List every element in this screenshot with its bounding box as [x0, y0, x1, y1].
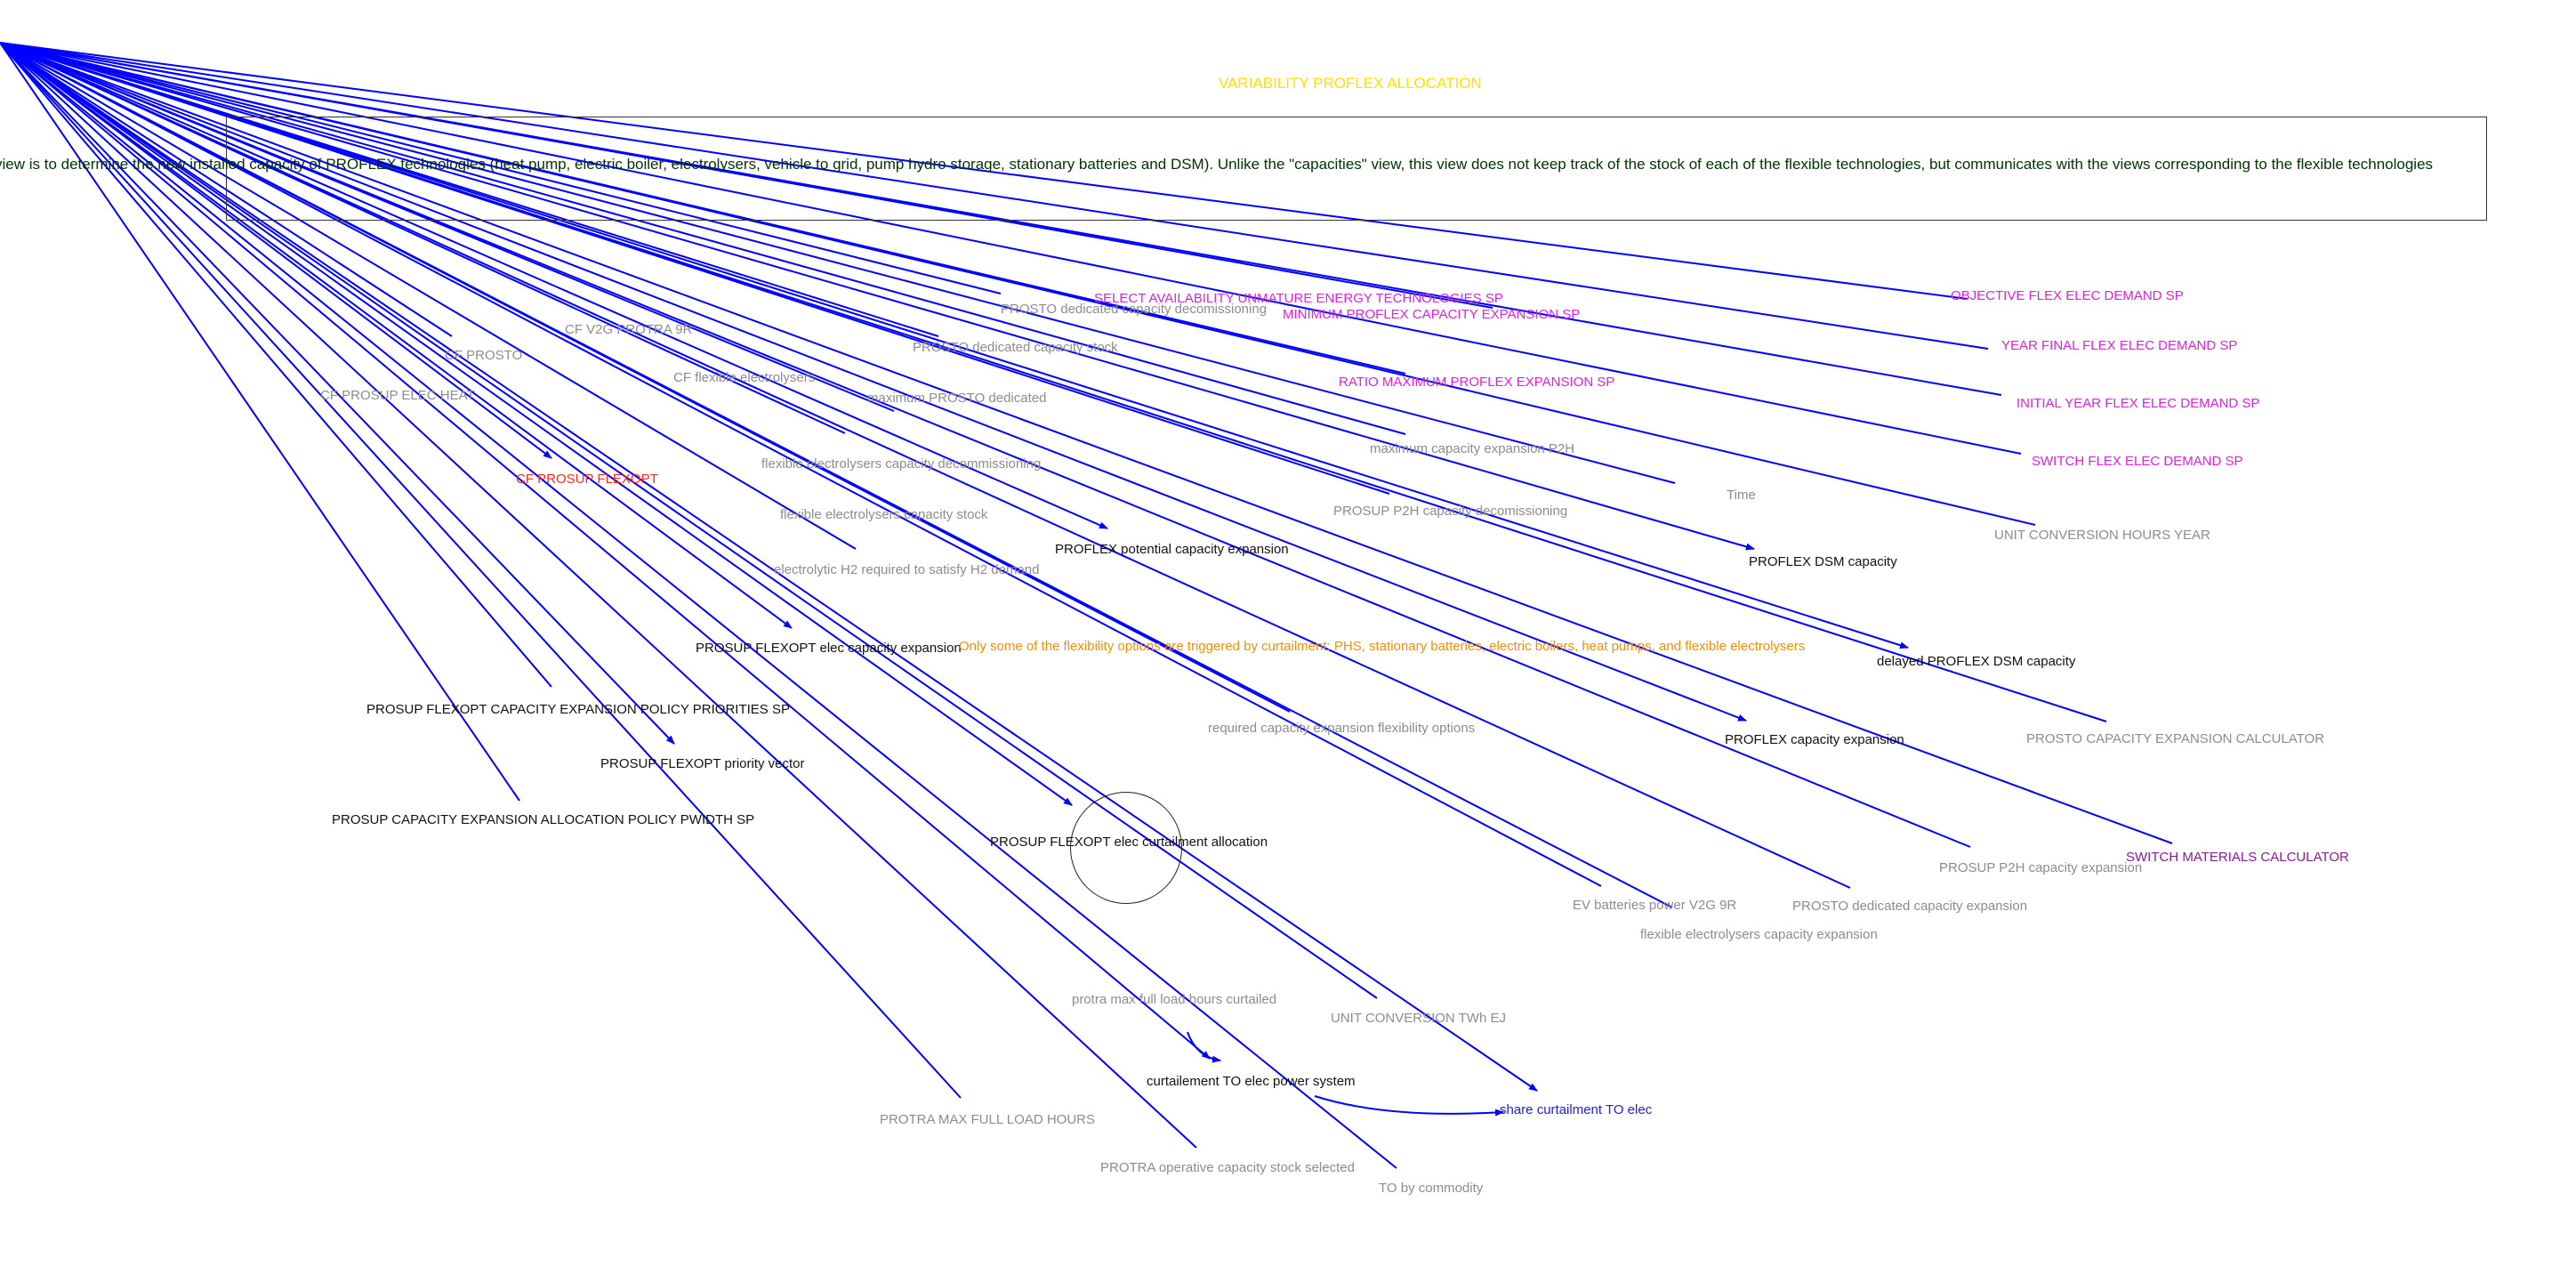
var-flex-electrolysers-stock[interactable]: flexible electrolysers capacity stock — [780, 507, 988, 522]
var-objective-flex-elec-demand[interactable]: OBJECTIVE FLEX ELEC DEMAND SP — [1951, 288, 2184, 303]
dependency-arrow-36 — [0, 42, 962, 1099]
dependency-arrow-18 — [0, 42, 1676, 484]
dependency-arrow-30 — [0, 42, 2022, 455]
dependency-arrow-21 — [0, 42, 1602, 887]
var-switch-materials-calculator[interactable]: SWITCH MATERIALS CALCULATOR — [2126, 850, 2349, 865]
var-prosto-capacity-expansion[interactable]: PROSTO dedicated capacity expansion — [1792, 899, 2028, 914]
var-protra-max-full-load-hours[interactable]: PROTRA MAX FULL LOAD HOURS — [880, 1112, 1095, 1127]
var-protra-max-hours-curtailed[interactable]: protra max full load hours curtailed — [1072, 992, 1277, 1007]
var-proflex-potential-expansion[interactable]: PROFLEX potential capacity expansion — [1055, 542, 1289, 557]
var-cf-prosup-flexopt[interactable]: CF PROSUP FLEXOPT — [516, 472, 658, 487]
dependency-arrow-27 — [0, 42, 1971, 848]
var-unit-conversion-twh-ej[interactable]: UNIT CONVERSION TWh EJ — [1331, 1011, 1506, 1026]
view-description: view is to determine the new installed c… — [0, 156, 2434, 173]
dependency-arrow-13 — [0, 42, 1073, 806]
var-cf-flexible-electrolysers[interactable]: CF flexible electrolysers — [673, 370, 816, 385]
var-flexopt-curtailment-allocation[interactable]: PROSUP FLEXOPT elec curtailment allocati… — [990, 835, 1268, 850]
var-select-availability-unmature[interactable]: SELECT AVAILABILITY UNMATURE ENERGY TECH… — [1094, 291, 1503, 306]
dependency-arrow-35 — [0, 42, 1538, 1092]
var-allocation-policy-pwidth[interactable]: PROSUP CAPACITY EXPANSION ALLOCATION POL… — [332, 812, 755, 827]
dependency-arrow-32 — [0, 42, 1989, 350]
var-protra-operative-stock[interactable]: PROTRA operative capacity stock selected — [1100, 1160, 1355, 1175]
var-cf-prosto[interactable]: CF PROSTO — [445, 348, 523, 363]
var-cf-v2g-protra-9r[interactable]: CF V2G PROTRA 9R — [565, 322, 693, 337]
view-description-box — [226, 117, 2487, 221]
dependency-arrow-26 — [0, 42, 2107, 722]
var-delayed-proflex-dsm-capacity[interactable]: delayed PROFLEX DSM capacity — [1877, 654, 2076, 669]
dependency-arrow-22 — [0, 42, 1673, 908]
dependency-arrow-3 — [0, 42, 552, 688]
dependency-arrow-15 — [0, 42, 1406, 435]
var-ratio-maximum-proflex[interactable]: RATIO MAXIMUM PROFLEX EXPANSION SP — [1339, 375, 1615, 390]
dependency-arrow-33 — [0, 42, 1968, 300]
var-proflex-capacity-expansion[interactable]: PROFLEX capacity expansion — [1725, 732, 1904, 747]
var-proflex-dsm-capacity[interactable]: PROFLEX DSM capacity — [1749, 554, 1897, 569]
var-share-curtailment-to-elec[interactable]: share curtailment TO elec — [1500, 1102, 1653, 1117]
var-curtailement-to-elec[interactable]: curtailement TO elec power system — [1147, 1074, 1356, 1089]
dependency-arrow-24 — [0, 42, 1909, 649]
dependency-arrow-6 — [0, 42, 793, 629]
var-to-by-commodity[interactable]: TO by commodity — [1379, 1181, 1484, 1196]
dependency-arrow-37 — [0, 42, 1197, 1149]
var-prosup-p2h-expansion[interactable]: PROSUP P2H capacity expansion — [1939, 860, 2143, 875]
var-year-final-flex-elec-demand[interactable]: YEAR FINAL FLEX ELEC DEMAND SP — [2001, 338, 2238, 353]
var-electrolytic-h2-required[interactable]: electrolytic H2 required to satisfy H2 d… — [774, 562, 1040, 577]
var-maximum-capacity-p2h[interactable]: maximum capacity expansion P2H — [1370, 441, 1575, 456]
var-flex-electrolysers-decommissioning[interactable]: flexible electrolysers capacity decommis… — [761, 456, 1042, 472]
dependency-arrow-2 — [0, 42, 552, 459]
dependency-arrow-12 — [0, 42, 1002, 294]
var-prosup-p2h-decommissioning[interactable]: PROSUP P2H capacity decomissioning — [1333, 504, 1568, 519]
dependency-arrow-25 — [0, 42, 1747, 722]
dependency-arrow-8 — [0, 42, 857, 550]
var-minimum-proflex-expansion[interactable]: MINIMUM PROFLEX CAPACITY EXPANSION SP — [1283, 307, 1581, 322]
var-cf-prosup-elec-heat[interactable]: CF PROSUP ELEC HEAT — [320, 388, 475, 403]
var-unit-conversion-hours-year[interactable]: UNIT CONVERSION HOURS YEAR — [1994, 528, 2210, 543]
var-prosto-capacity-stock[interactable]: PROSTO dedicated capacity stock — [913, 340, 1118, 355]
var-maximum-prosto-dedicated[interactable]: maximum PROSTO dedicated — [867, 391, 1047, 406]
var-prosup-flexopt-elec-expansion[interactable]: PROSUP FLEXOPT elec capacity expansion — [696, 641, 962, 656]
dependency-arrow-31 — [0, 42, 2002, 396]
dependency-arrows — [0, 42, 2173, 1169]
dependency-arrow-39 — [0, 42, 1211, 1060]
var-prosto-capacity-calculator[interactable]: PROSTO CAPACITY EXPANSION CALCULATOR — [2026, 731, 2325, 746]
dependency-arrow-5 — [0, 42, 520, 802]
var-flexopt-policy-priorities[interactable]: PROSUP FLEXOPT CAPACITY EXPANSION POLICY… — [366, 702, 790, 717]
allocation-cycle-marker — [1070, 792, 1182, 904]
dependency-arrow-38 — [0, 42, 1397, 1169]
var-switch-flex-elec-demand[interactable]: SWITCH FLEX ELEC DEMAND SP — [2032, 454, 2243, 469]
var-flexopt-priority-vector[interactable]: PROSUP FLEXOPT priority vector — [600, 756, 805, 771]
dependency-arrow-20 — [0, 42, 1755, 551]
dependency-arrow-7 — [0, 42, 1108, 529]
var-initial-year-flex-elec-demand[interactable]: INITIAL YEAR FLEX ELEC DEMAND SP — [2017, 396, 2260, 411]
dependency-arrow-23 — [0, 42, 1851, 889]
dependency-curve-1 — [1314, 1095, 1504, 1117]
dependency-curve-2 — [1187, 1031, 1221, 1063]
var-ev-batteries-power-v2g[interactable]: EV batteries power V2G 9R — [1573, 898, 1737, 913]
var-prosto-decommissioning[interactable]: PROSTO dedicated capacity decomissioning — [1001, 302, 1268, 317]
dependency-arrow-4 — [0, 42, 675, 745]
var-required-flexibility-options[interactable]: required capacity expansion flexibility … — [1208, 721, 1476, 736]
dependency-arrow-29 — [0, 42, 2036, 526]
note-flexibility-options: Only some of the flexibility options are… — [959, 639, 1806, 654]
var-flex-electrolysers-expansion[interactable]: flexible electrolysers capacity expansio… — [1640, 927, 1878, 942]
view-title: VARIABILITY PROFLEX ALLOCATION — [1219, 75, 1482, 92]
dependency-arrow-28 — [0, 42, 2173, 844]
var-time[interactable]: Time — [1727, 488, 1756, 503]
